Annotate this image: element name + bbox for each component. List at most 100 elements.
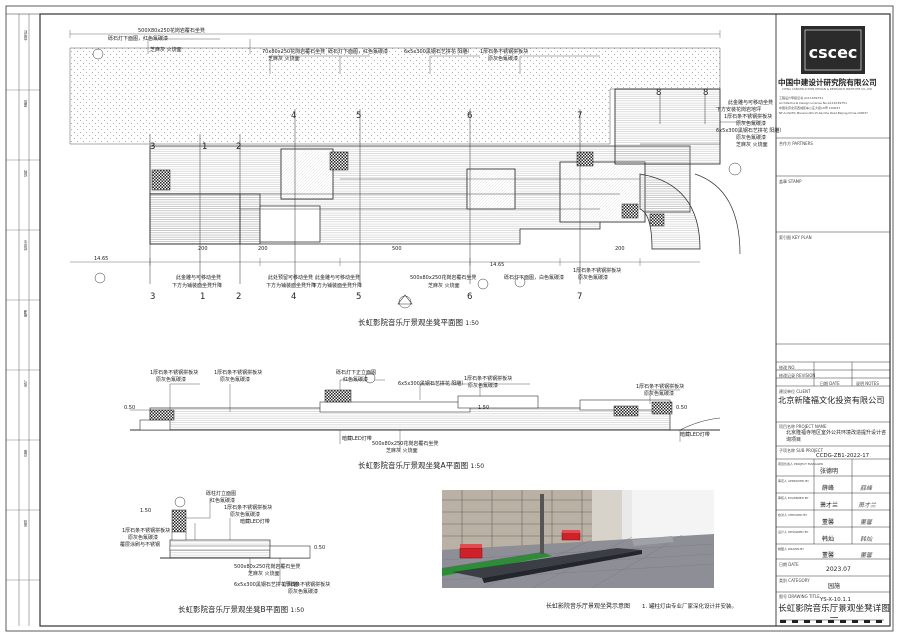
- callout: 6x5x300黑钢石艺拼花 阳雕）: [716, 128, 785, 134]
- row-name: 张德明: [820, 468, 839, 475]
- callout: 6x5x300黑钢石艺拼花 阳雕）: [404, 49, 473, 55]
- grid-num: 5: [356, 111, 362, 121]
- callout: 芝麻灰 火烧面: [736, 142, 768, 148]
- row-name: 董馨: [822, 519, 835, 526]
- company-name: 中国中建设计研究院有限公司: [778, 78, 877, 87]
- sheet-title: 长虹影院音乐厅景观坐凳详图一: [778, 604, 890, 624]
- callout: 芝麻灰 火烧面: [386, 448, 418, 454]
- callout: 原灰色氟碳漆: [736, 121, 767, 127]
- grid-num: 8: [703, 88, 709, 98]
- keyplan-label: 索引图 KEY PLAN: [779, 235, 812, 240]
- plan-a-title: 长虹影院音乐厅景观坐凳A平面图 1:50: [358, 461, 485, 470]
- row-label: 审核人 EXAMINED BY: [778, 496, 809, 500]
- drawing-category: 园施: [828, 583, 841, 590]
- callout: 1厚石条不锈钢拼板块: [214, 370, 263, 376]
- rev-header: 修改 NO.: [779, 365, 796, 370]
- callout: 此金雕与可移动坐凳: [728, 100, 774, 106]
- callout: 6x5x300黑钢石艺拼花 阳雕）: [234, 582, 303, 588]
- callout: 原灰色氟碳漆: [128, 535, 159, 541]
- callout: 原灰色氟碳漆: [468, 383, 499, 389]
- callout: 下方为铺装面坐凳升降: [172, 283, 223, 289]
- callout: 500x80x250花岗岩覆石坐凳: [372, 441, 439, 447]
- row-label: 项目负责人 PROJECT MANAGER: [778, 462, 824, 466]
- callout: 1厚石条不锈钢拼板块: [636, 384, 685, 390]
- grid-num: 1: [200, 292, 206, 302]
- rev-row: 修改记录 REVISION: [779, 373, 816, 378]
- callout: 原灰色氟碳漆: [156, 377, 187, 383]
- callout: 原灰色氟碳漆: [736, 135, 767, 141]
- callout: 1厚石条不锈钢拼板块: [480, 49, 529, 55]
- level-mark: 14.65: [94, 256, 109, 262]
- strip-label: 暖通: [23, 310, 27, 317]
- callout: 1厚石条不锈钢拼板块: [122, 528, 171, 534]
- project-label: 项目名称 PROJECT NAME: [779, 424, 827, 429]
- drawing-note: 1. 罐柱灯由专业厂家深化设计并安装。: [642, 604, 737, 610]
- callout: 砾石灯下正立面图: [336, 370, 377, 376]
- callout: 暗藏LED灯带: [240, 519, 270, 525]
- callout: 砾柱灯立面图: [206, 491, 237, 497]
- level-mark: 0.50: [124, 405, 136, 411]
- callout: 500x80x250花岗岩覆石坐凳: [410, 275, 477, 281]
- callout: 红色氟碳漆: [210, 498, 236, 504]
- callout: 此金雕与可移动坐凳: [315, 275, 361, 281]
- callout: 原灰色氟碳漆: [288, 589, 319, 595]
- grid-num: 4: [291, 111, 297, 121]
- license-line: NF-A,CSCEC Mansion,NO.15,Sanlihe Road,Be…: [779, 111, 868, 115]
- callout: 原灰色氟碳漆: [220, 377, 251, 383]
- strip-label: 景观: [23, 520, 27, 527]
- level-mark: 14.65: [490, 262, 505, 268]
- callout: 芝麻灰 火烧面: [150, 47, 182, 53]
- row-name: 韩灿: [822, 536, 835, 543]
- rev-header: 说明 NOTES: [856, 381, 879, 386]
- plan-b-title: 长虹影院音乐厅景观坐凳B平面图 1:50: [178, 605, 305, 614]
- drawing-no: YS-X-10.1.1: [820, 597, 851, 603]
- render-image: [442, 490, 714, 588]
- render-caption: 长虹影院音乐厅景观坐凳示意图: [546, 603, 631, 610]
- callout: 芝麻灰 火烧面: [248, 571, 280, 577]
- company-logo: cscec: [801, 26, 865, 74]
- dim: 200: [198, 246, 208, 252]
- callout: 暗藏LED灯带: [342, 436, 372, 442]
- row-label: 校对人 CHECKED BY: [778, 513, 808, 517]
- project-no-label: 子项名称 SUB PROJECT: [779, 448, 824, 453]
- plan-b-drawing: [160, 496, 311, 584]
- project-name: 北京隆福寺地区室外公共环境改造提升设计咨询项目: [786, 430, 887, 443]
- callout: 6x5x300黑钢石艺拼花 阳雕）: [398, 381, 467, 387]
- title-block-grid: [776, 137, 890, 623]
- grid-num: 6: [467, 111, 473, 121]
- row-label: 设计人 DESIGNED BY: [778, 530, 809, 534]
- grid-num: 7: [577, 292, 583, 302]
- callout: 原灰色氟碳漆: [488, 56, 519, 62]
- callout: 红色氟碳漆: [343, 377, 369, 383]
- license-line: 工程设计甲级证书 A111039751: [779, 96, 824, 100]
- strip-label: 建筑: [23, 100, 27, 107]
- row-sign: 韩灿: [860, 536, 873, 543]
- callout: 下方安装花岗岩地坪: [716, 107, 762, 113]
- row-sign: 萧才兰: [858, 502, 877, 509]
- level-mark: 0.50: [314, 545, 326, 551]
- plan-a-drawing: [130, 372, 721, 452]
- strip-label: 会签栏: [23, 30, 27, 41]
- row-name: 萧才兰: [820, 502, 839, 509]
- callout: 1厚石条不锈钢拼板块: [573, 268, 622, 274]
- row-name: 董馨: [822, 552, 835, 559]
- strip-label: 结构: [23, 170, 27, 177]
- grid-num: 2: [236, 292, 242, 302]
- callout: 此金雕与可移动坐凳: [176, 275, 222, 281]
- row-label: 审定人 APPROVED BY: [778, 479, 809, 483]
- callout: 暗藏LED灯带: [680, 432, 710, 438]
- main-plan: [69, 30, 760, 309]
- dim: 500: [392, 246, 402, 252]
- drawing-no-label: 图号 DRAWING TITLE: [779, 594, 820, 599]
- grid-num: 1: [202, 142, 208, 152]
- strip-label: 给排水: [23, 240, 27, 251]
- dim: 200: [258, 246, 268, 252]
- callout: 70x80x250花岗岩覆石坐凳: [262, 49, 326, 55]
- license-line: 中国北京北京西城区车公庄大街19号 100037: [779, 106, 841, 110]
- callout: 砾石灯下面图，红色氟碳漆: [108, 36, 169, 42]
- callout: 1厚石条不锈钢拼板块: [464, 376, 513, 382]
- level-mark: 0.50: [676, 405, 688, 411]
- dim: 200: [615, 246, 625, 252]
